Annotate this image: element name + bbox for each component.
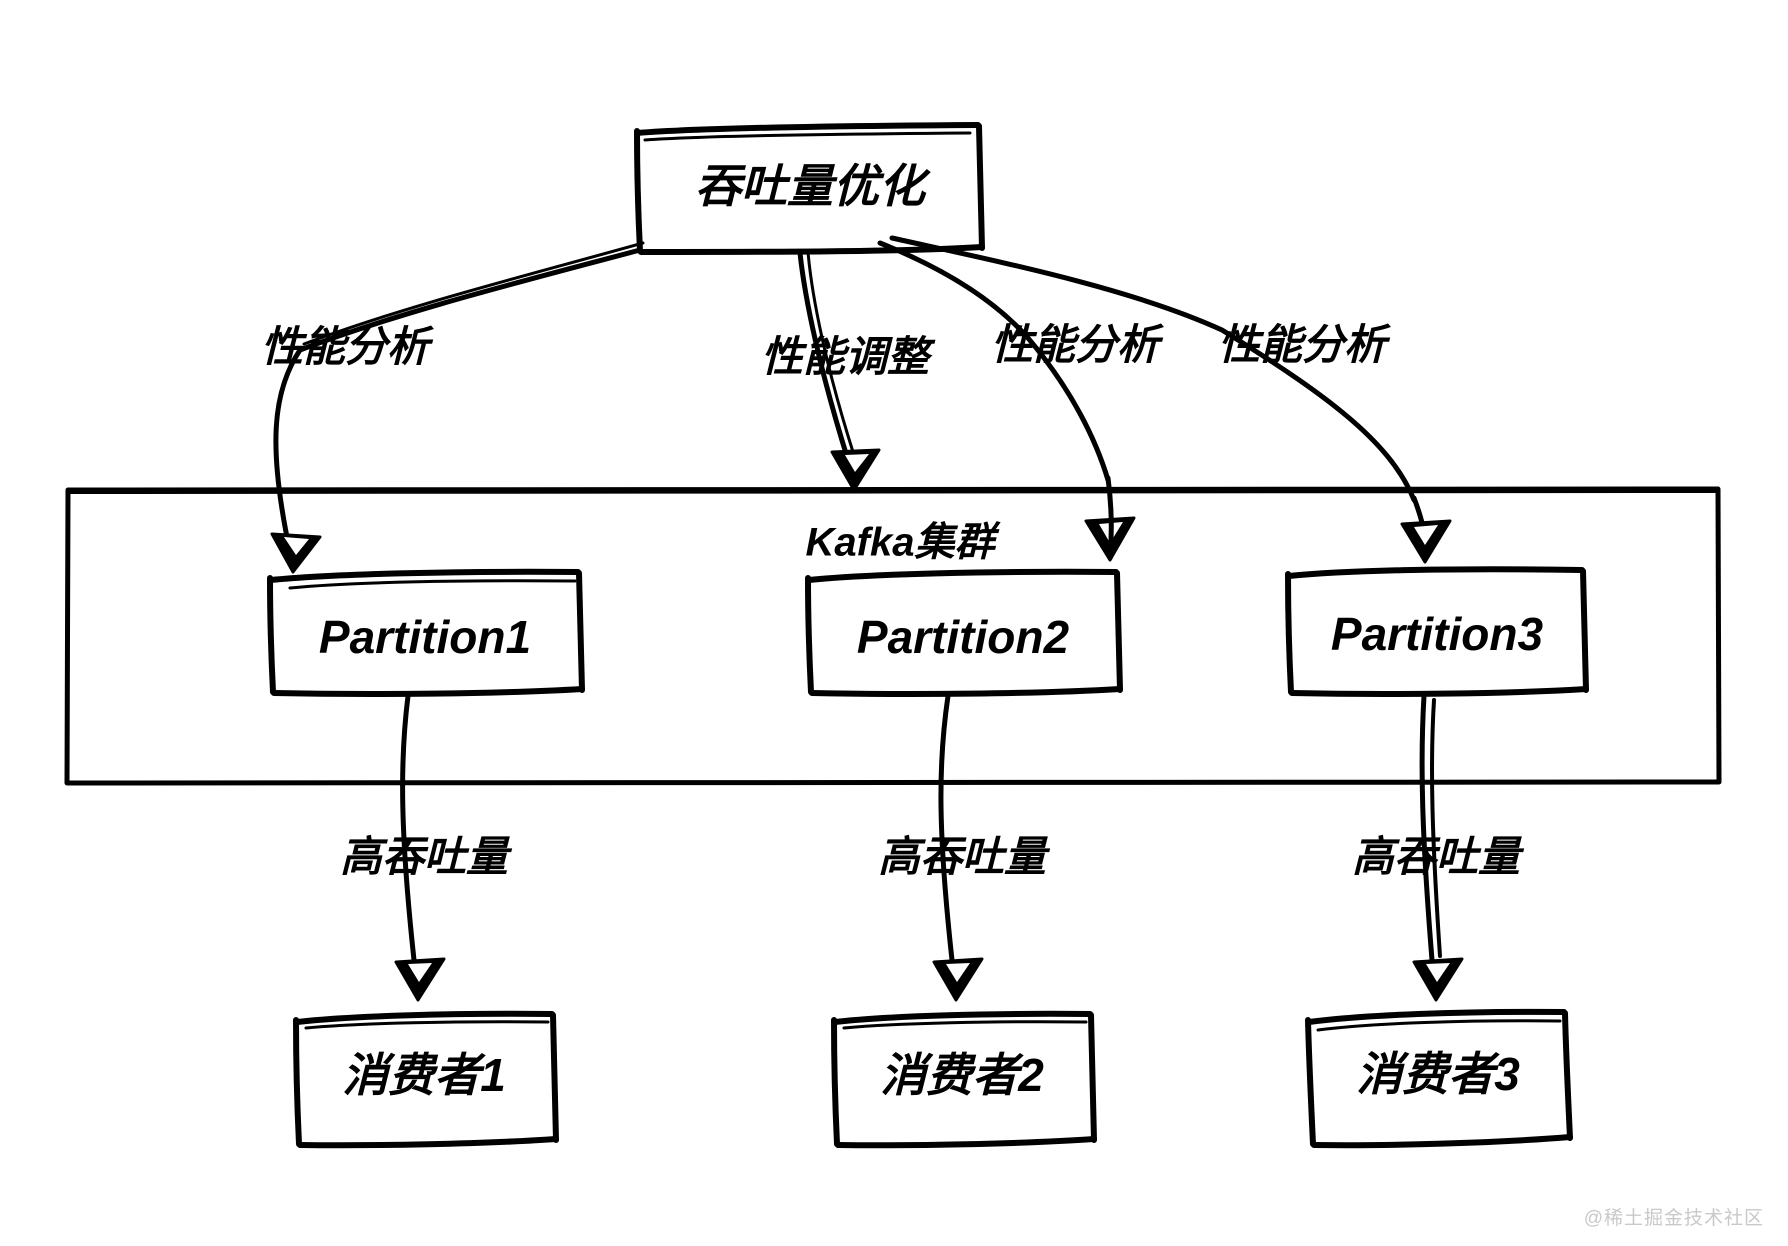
edge-partition-1-to-consumer-1 xyxy=(394,693,446,1002)
edge-root-to-partition-2-analysis xyxy=(877,240,1136,562)
node-root[interactable] xyxy=(634,122,985,255)
kafka-cluster-container xyxy=(64,486,1722,786)
edge-label-performance-analysis-3: 性能分析 xyxy=(1218,321,1391,368)
edge-label-high-throughput-3: 高吞吐量 xyxy=(1352,833,1525,880)
edge-label-performance-analysis-2: 性能分析 xyxy=(991,321,1164,368)
edge-label-high-throughput-2: 高吞吐量 xyxy=(878,833,1051,880)
edge-partition-2-to-consumer-2 xyxy=(932,693,984,1002)
node-partition-3-label: Partition3 xyxy=(1331,608,1544,660)
node-consumer-2[interactable] xyxy=(831,1010,1097,1149)
edge-label-performance-analysis-1: 性能分析 xyxy=(261,323,434,370)
node-partition-1-label: Partition1 xyxy=(319,611,531,663)
edge-root-to-partition-3 xyxy=(889,235,1452,564)
node-partition-2[interactable] xyxy=(805,568,1123,697)
node-root-label: 吞吐量优化 xyxy=(695,160,931,212)
node-consumer-3-label: 消费者3 xyxy=(1356,1048,1520,1100)
kafka-cluster-label: Kafka集群 xyxy=(806,521,1002,565)
edge-root-to-partition-2-tuning xyxy=(797,250,881,492)
node-consumer-1-label: 消费者1 xyxy=(342,1049,506,1101)
edge-label-high-throughput-1: 高吞吐量 xyxy=(340,833,513,880)
node-partition-2-label: Partition2 xyxy=(857,611,1070,663)
node-partition-1[interactable] xyxy=(267,568,585,697)
node-consumer-3[interactable] xyxy=(1305,1008,1573,1149)
node-consumer-2-label: 消费者2 xyxy=(880,1049,1044,1101)
edge-label-performance-tuning: 性能调整 xyxy=(761,333,936,380)
edge-root-to-partition-1 xyxy=(270,241,645,574)
node-consumer-1[interactable] xyxy=(293,1010,559,1149)
node-partition-3[interactable] xyxy=(1285,566,1589,697)
watermark: @稀土掘金技术社区 xyxy=(1583,1208,1764,1229)
edge-partition-3-to-consumer-3 xyxy=(1412,693,1464,1002)
